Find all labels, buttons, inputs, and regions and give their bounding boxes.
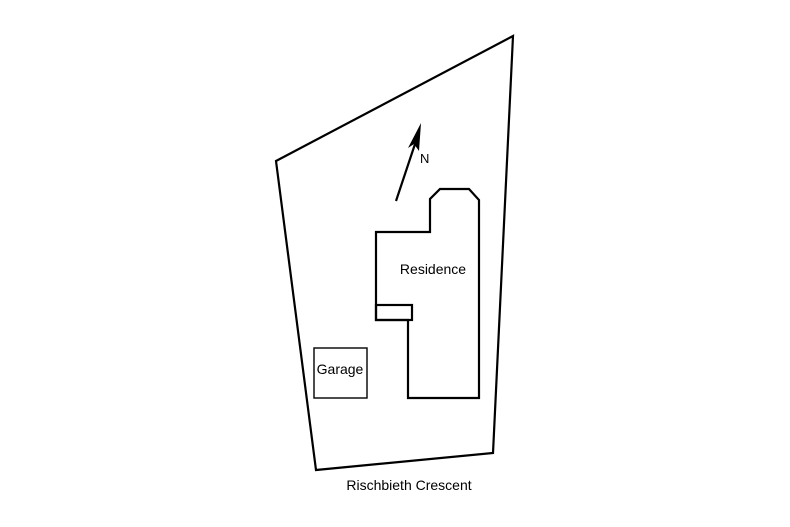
north-arrow-icon bbox=[394, 123, 421, 202]
north-label: N bbox=[420, 151, 429, 166]
residence-outline bbox=[374, 187, 481, 400]
residence-annex bbox=[374, 303, 414, 322]
residence-label: Residence bbox=[400, 261, 466, 277]
street-label: Rischbieth Crescent bbox=[346, 477, 471, 493]
garage-outline bbox=[313, 347, 368, 399]
property-boundary bbox=[274, 34, 515, 472]
garage-label: Garage bbox=[317, 361, 364, 377]
